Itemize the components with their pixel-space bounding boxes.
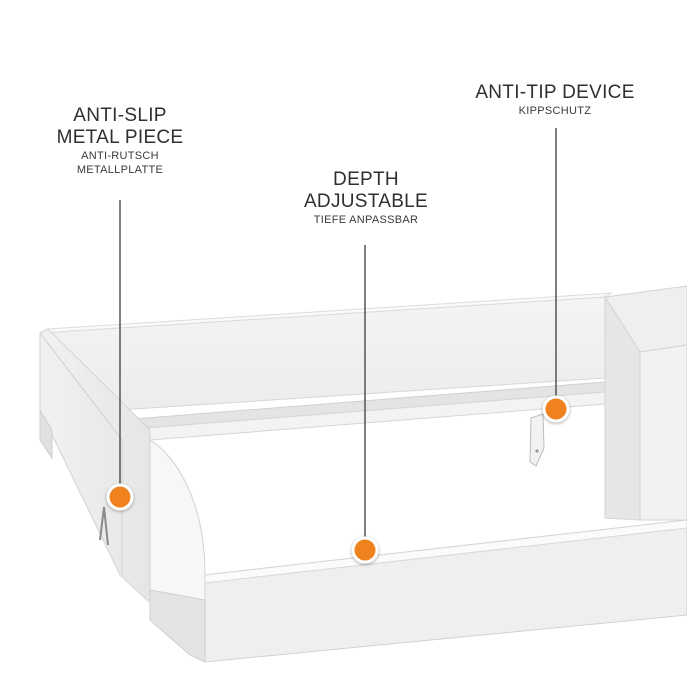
depth-title-line1: DEPTH [333,169,399,190]
anti-tip-callout-label: ANTI-TIP DEVICE KIPPSCHUTZ [455,82,655,118]
anti-slip-subtitle-line1: ANTI-RUTSCH [81,150,159,162]
depth-title-line2: ADJUSTABLE [303,191,429,212]
right-partition [604,285,687,521]
anti-tip-subtitle-line1: KIPPSCHUTZ [518,105,592,117]
anti-slip-subtitle-line2: METALLPLATTE [76,164,164,176]
front-rail [149,439,687,663]
anti-tip-title-line1: ANTI-TIP DEVICE [475,82,635,103]
depth-marker [354,539,376,561]
depth-callout-label: DEPTH ADJUSTABLE TIEFE ANPASSBAR [280,169,452,227]
callout-lines [119,128,557,550]
anti-slip-title-line2: METAL PIECE [56,127,184,148]
callout-markers [106,395,570,564]
depth-subtitle-line1: TIEFE ANPASSBAR [313,214,419,226]
anti-slip-marker [109,486,131,508]
anti-slip-callout-label: ANTI-SLIP METAL PIECE ANTI-RUTSCH METALL… [40,105,200,177]
anti-slip-title-line1: ANTI-SLIP [73,105,167,126]
metal-bracket [529,413,545,467]
anti-tip-marker [545,398,567,420]
